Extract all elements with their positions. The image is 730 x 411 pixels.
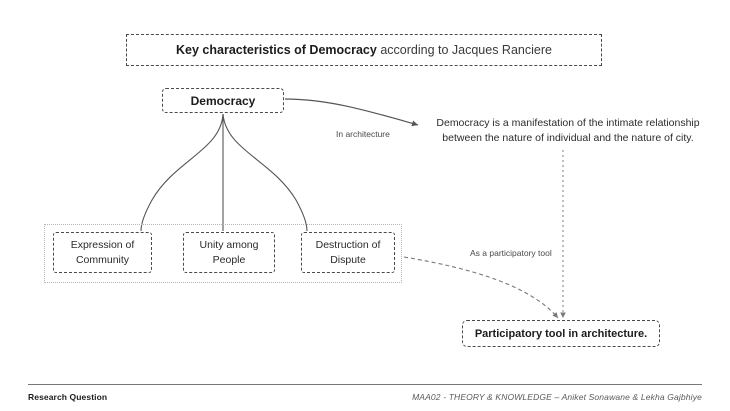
node-unity-among-people[interactable]: Unity among People (183, 232, 275, 273)
footer-left-text: Research Question (28, 392, 108, 402)
connector-characteristics-to-participatory (403, 256, 559, 319)
node-participatory-tool-label: Participatory tool in architecture. (474, 327, 648, 340)
characteristics-group (44, 224, 402, 283)
footer-right-text: MAA02 - THEORY & KNOWLEDGE – Aniket Sona… (412, 392, 702, 402)
connector-root-to-expression (140, 113, 224, 232)
node-expression-of-community-label: Expression of Community (70, 239, 135, 266)
footer-divider (28, 384, 702, 385)
node-democracy-label: Democracy (190, 93, 256, 108)
edge-label-in-architecture: In architecture (336, 129, 390, 139)
node-democracy[interactable]: Democracy (162, 88, 284, 113)
node-destruction-of-dispute-label: Destruction of Dispute (315, 239, 381, 266)
statement-text: Democracy is a manifestation of the inti… (436, 117, 700, 145)
title-normal-text: according to Jacques Ranciere (376, 43, 552, 57)
edge-label-participatory-tool: As a participatory tool (470, 248, 552, 258)
node-destruction-of-dispute[interactable]: Destruction of Dispute (301, 232, 395, 273)
node-expression-of-community[interactable]: Expression of Community (53, 232, 152, 273)
connector-root-to-statement (284, 98, 419, 127)
node-unity-among-people-label: Unity among People (199, 239, 259, 266)
connector-root-to-destruction (222, 113, 308, 232)
node-participatory-tool[interactable]: Participatory tool in architecture. (462, 320, 660, 347)
title-banner: Key characteristics of Democracy accordi… (126, 34, 602, 66)
title-bold-text: Key characteristics of Democracy (176, 43, 377, 57)
